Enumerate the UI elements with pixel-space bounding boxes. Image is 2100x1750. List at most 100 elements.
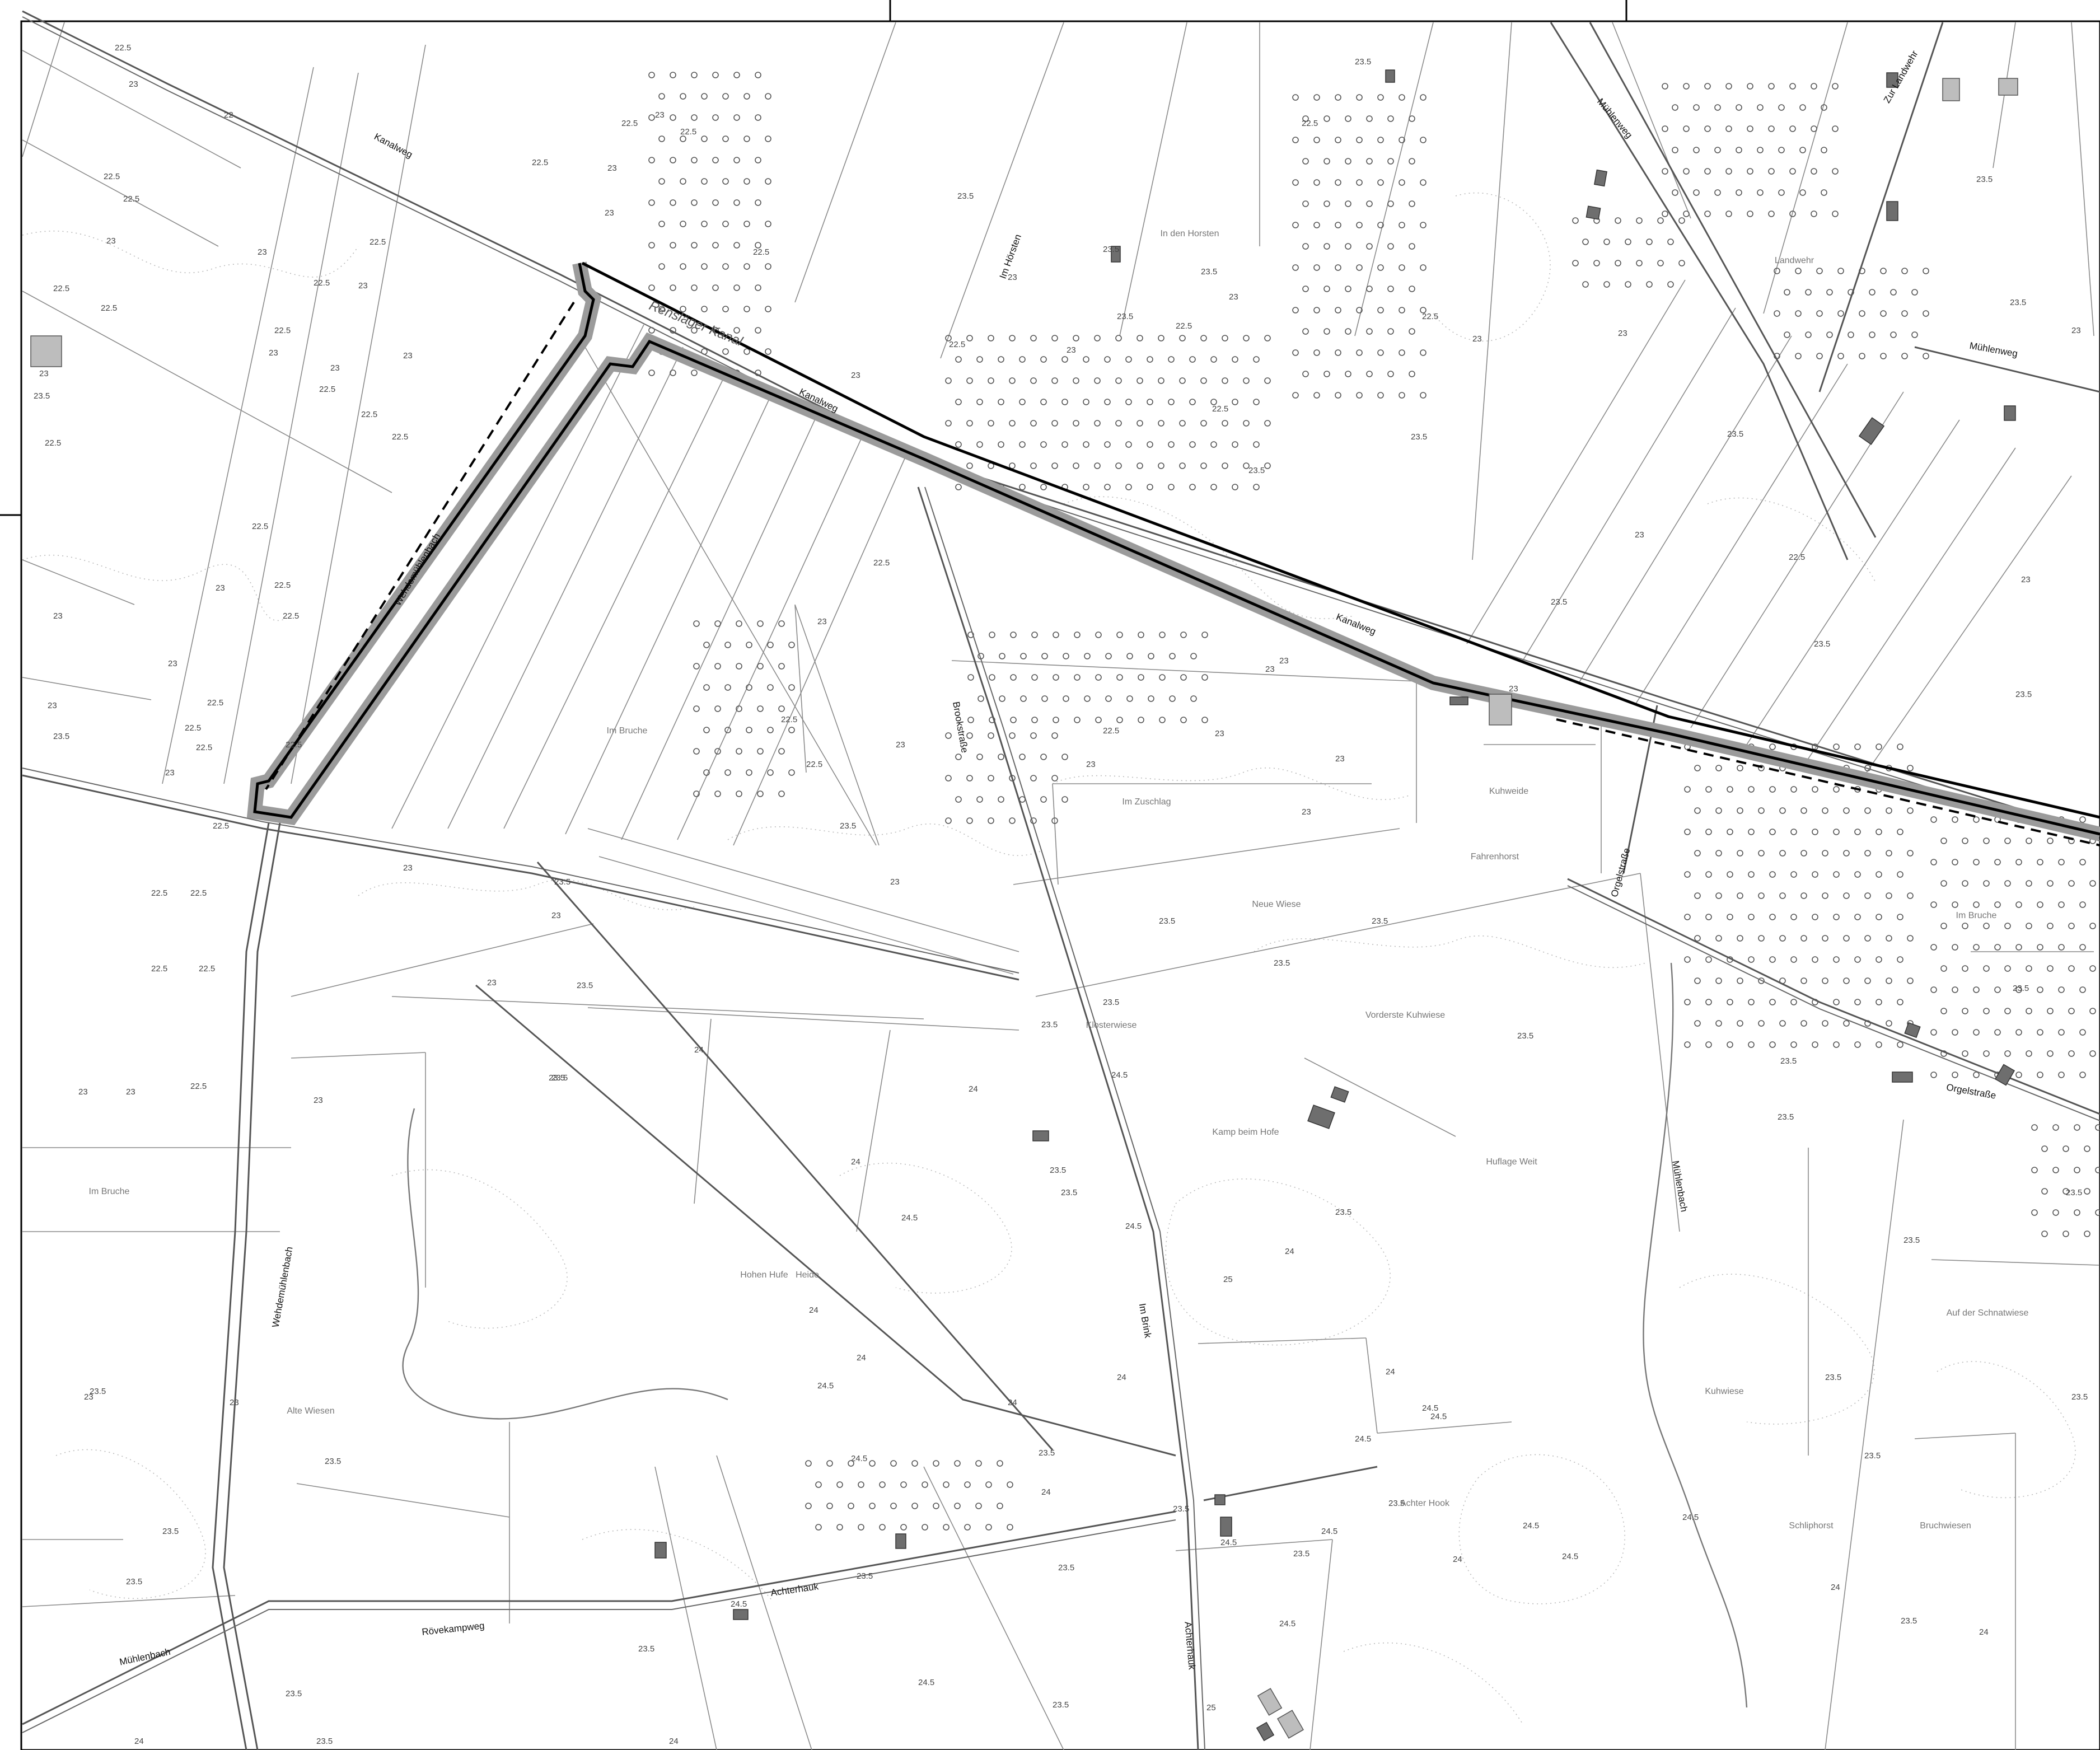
building[interactable]: [2004, 405, 2016, 421]
building[interactable]: [1858, 417, 1885, 445]
tree-symbol: [755, 72, 761, 78]
tree-symbol: [701, 306, 708, 312]
tree-symbol: [1875, 999, 1882, 1005]
building[interactable]: [1111, 246, 1121, 263]
tree-symbol: [703, 642, 710, 648]
tree-symbol: [2004, 965, 2011, 972]
tree-symbol: [2026, 1008, 2032, 1014]
building[interactable]: [1998, 78, 2018, 96]
plan-boundary: [246, 261, 2100, 846]
building[interactable]: [1886, 201, 1898, 221]
tree-symbol: [2037, 901, 2043, 908]
vegetation-area: [967, 631, 1208, 723]
building[interactable]: [1214, 1494, 1226, 1505]
tree-symbol: [1758, 892, 1765, 899]
tree-symbol: [1812, 829, 1818, 835]
tree-symbol: [1010, 631, 1017, 638]
elevation-label: 24.5: [1321, 1527, 1337, 1536]
elevation-label: 23.5: [2010, 298, 2026, 307]
building[interactable]: [1276, 1710, 1304, 1739]
tree-symbol: [778, 790, 785, 797]
elevation-label: 23.5: [126, 1577, 142, 1587]
building[interactable]: [1594, 169, 1607, 187]
building[interactable]: [1220, 1517, 1232, 1537]
building[interactable]: [1330, 1086, 1349, 1103]
building[interactable]: [1886, 72, 1898, 88]
building[interactable]: [1449, 696, 1468, 705]
tree-symbol: [1886, 977, 1892, 984]
tree-symbol: [945, 377, 952, 384]
building[interactable]: [1256, 1721, 1275, 1742]
tree-symbol: [879, 1524, 886, 1531]
tree-symbol: [1074, 674, 1081, 681]
tree-symbol: [1812, 1041, 1818, 1048]
tree-symbol: [1930, 859, 1937, 865]
elevation-label: 22.5: [199, 964, 215, 974]
tree-symbol: [1399, 264, 1405, 271]
tree-symbol: [1769, 914, 1776, 920]
building[interactable]: [733, 1609, 749, 1620]
tree-symbol: [1313, 392, 1320, 399]
tree-symbol: [1812, 786, 1818, 793]
tree-symbol: [1040, 484, 1047, 490]
building[interactable]: [1307, 1105, 1335, 1129]
elevation-label: 23: [84, 1392, 93, 1402]
building[interactable]: [1385, 69, 1395, 83]
tree-symbol: [1126, 653, 1133, 659]
tree-symbol: [976, 441, 983, 448]
tree-symbol: [1715, 807, 1722, 814]
tree-symbol: [1907, 935, 1914, 942]
elevation-label: 23: [655, 110, 665, 120]
tree-symbol: [2089, 1008, 2096, 1014]
tree-symbol: [2058, 944, 2065, 951]
elevation-label: 24: [1285, 1247, 1294, 1256]
elevation-label: 23.5: [1517, 1031, 1533, 1041]
tree-symbol: [1705, 914, 1712, 920]
tree-symbol: [703, 727, 710, 733]
building[interactable]: [1892, 1071, 1913, 1083]
tree-symbol: [722, 93, 729, 100]
building[interactable]: [1489, 694, 1512, 726]
tree-symbol: [988, 775, 994, 782]
building[interactable]: [1032, 1130, 1049, 1141]
tree-symbol: [1009, 732, 1016, 739]
tree-symbol: [691, 157, 698, 163]
tree-symbol: [1335, 392, 1341, 399]
tree-symbol: [1168, 441, 1175, 448]
tree-symbol: [989, 674, 995, 681]
elevation-label: 24: [1041, 1487, 1051, 1497]
tree-symbol: [1010, 674, 1017, 681]
tree-symbol: [680, 221, 686, 227]
tree-symbol: [1095, 717, 1102, 723]
tree-symbol: [1769, 871, 1776, 878]
tree-symbol: [1646, 281, 1653, 288]
tree-symbol: [1822, 807, 1828, 814]
tree-symbol: [2058, 1029, 2065, 1036]
elevation-label: 23.5: [1274, 958, 1290, 968]
elevation-label: 23: [216, 583, 225, 593]
building[interactable]: [30, 335, 62, 367]
building[interactable]: [654, 1542, 667, 1559]
building[interactable]: [1994, 1064, 2015, 1086]
building[interactable]: [1257, 1688, 1283, 1716]
tree-symbol: [714, 705, 721, 712]
tree-symbol: [1890, 289, 1897, 296]
tree-symbol: [1704, 83, 1711, 90]
elevation-label: 23: [258, 247, 267, 257]
tree-symbol: [1019, 754, 1026, 760]
tree-symbol: [2026, 923, 2032, 929]
tree-symbol: [765, 135, 771, 142]
tree-symbol: [1636, 217, 1643, 224]
tree-symbol: [1843, 892, 1850, 899]
tree-symbol: [1727, 871, 1733, 878]
tree-symbol: [693, 748, 700, 755]
tree-symbol: [869, 1460, 876, 1467]
building[interactable]: [1904, 1022, 1921, 1038]
tree-symbol: [1126, 695, 1133, 702]
tree-symbol: [1232, 356, 1238, 363]
building[interactable]: [895, 1533, 906, 1549]
building[interactable]: [1585, 205, 1601, 220]
building[interactable]: [1942, 78, 1960, 101]
elevation-label: 24.5: [1562, 1552, 1578, 1561]
